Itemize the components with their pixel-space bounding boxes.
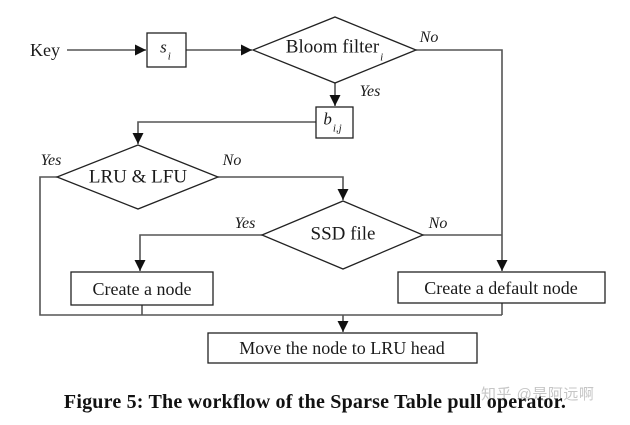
si-base: s: [160, 37, 167, 57]
edge-ssd-yes-to-create-node: [134, 234, 262, 271]
edge-bloom-no-to-create-default: [416, 49, 508, 271]
edge-bij-to-lru: [132, 121, 316, 144]
bloom-subscript: i: [380, 51, 384, 64]
move-node-box-shape: [207, 332, 478, 364]
ssd-file-diamond-shape: [260, 200, 425, 270]
create-default-node-box-shape: [397, 271, 606, 304]
ssd-yes-label: Yes: [234, 215, 256, 232]
lru-yes-label: Yes: [40, 152, 62, 169]
bloom-filter-diamond-shape: [251, 16, 418, 84]
bij-box-shape: [315, 106, 354, 139]
zhihu-watermark: 知乎 @是阿远啊: [481, 386, 595, 403]
lru-no-label: No: [222, 152, 242, 169]
create-node-label: Create a node: [92, 279, 192, 299]
key-label: Key: [30, 40, 60, 60]
si-node-label: si: [160, 37, 171, 62]
create-default-node-label: Create a default node: [424, 278, 578, 298]
ssd-file-label: SSD file: [310, 223, 376, 245]
si-subscript: i: [167, 50, 171, 63]
bij-base: b: [323, 109, 332, 129]
lru-lfu-diamond-shape: [55, 144, 220, 210]
bij-node-label: bi,j: [323, 109, 341, 134]
bloom-filter-label: Bloom filteri: [285, 36, 384, 64]
create-node-box-shape: [70, 271, 214, 306]
bloom-base: Bloom filter: [285, 36, 380, 58]
flowchart-canvas: [39, 16, 606, 364]
bloom-no-label: No: [419, 29, 439, 46]
move-node-label: Move the node to LRU head: [239, 338, 445, 358]
figure-caption: Figure 5: The workflow of the Sparse Tab…: [63, 391, 567, 413]
lru-lfu-label: LRU & LFU: [88, 166, 188, 188]
edge-lru-no-to-ssd: [218, 176, 349, 200]
edge-lru-yes-merge-line: [39, 176, 502, 316]
bij-subscript: i,j: [332, 122, 342, 135]
bloom-yes-label: Yes: [359, 83, 381, 100]
si-box-shape: [146, 32, 187, 68]
ssd-no-label: No: [428, 215, 448, 232]
